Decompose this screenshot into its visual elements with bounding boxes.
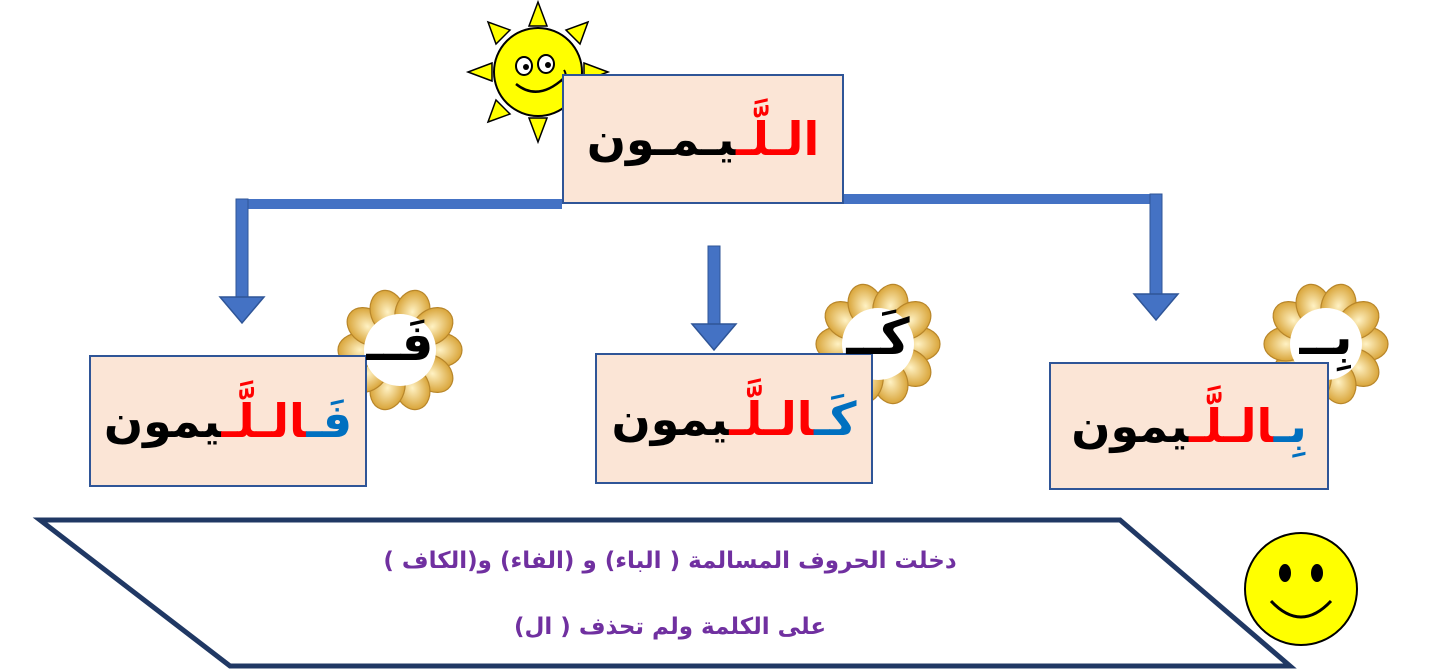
top-word: الـلَّـيـمـون <box>587 116 819 162</box>
arrow-middle <box>691 245 737 351</box>
sun-icon <box>465 0 611 145</box>
child-word-left-part-1: الـلَّـ <box>221 394 307 448</box>
flower-icon-left <box>337 289 463 411</box>
child-word-left: فَـالـلَّـيمون <box>104 398 352 444</box>
child-word-right: بِـالـلَّـيمون <box>1071 403 1307 449</box>
arrow-left <box>219 198 265 324</box>
smiley-icon <box>1244 532 1358 646</box>
connector-right-horizontal <box>844 194 1160 204</box>
child-word-middle-part-2: يمون <box>611 391 730 446</box>
flower-letter-right: بِــ <box>1299 308 1353 366</box>
child-box-right: بِـالـلَّـيمون <box>1049 362 1329 490</box>
child-word-right-part-0: بِـ <box>1273 399 1307 453</box>
child-box-left: فَـالـلَّـيمون <box>89 355 367 487</box>
flower-center <box>364 314 436 386</box>
banner-shape <box>32 517 1297 669</box>
flower-letter-left: فَــ <box>366 314 434 372</box>
flower-letter-middle: كَــ <box>846 308 910 366</box>
banner-line-2: على الكلمة ولم تحذف ( ال) <box>513 614 827 640</box>
connector-left-horizontal <box>236 199 562 209</box>
child-word-middle-part-1: الـلَّـ <box>729 391 815 446</box>
banner-line-1: دخلت الحروف المسالمة ( الباء) و (الفاء) … <box>383 548 957 574</box>
connector-lines <box>219 193 1179 351</box>
top-word-part-0: الـ <box>770 112 820 166</box>
child-word-left-part-2: يمون <box>103 394 222 448</box>
top-word-box: الـلَّـيـمـون <box>562 74 844 204</box>
child-word-left-part-0: فَـ <box>306 394 353 448</box>
child-word-middle: كَـالـلَّـيمون <box>612 396 857 442</box>
child-word-right-part-1: الـلَّـ <box>1188 399 1274 453</box>
child-word-middle-part-0: كَـ <box>814 391 857 446</box>
flower-icon-right <box>1263 283 1389 405</box>
child-box-middle: كَـالـلَّـيمون <box>595 353 873 484</box>
top-word-part-1: لَّـ <box>735 112 771 166</box>
arrow-right <box>1133 193 1179 321</box>
top-word-part-2: يـمـون <box>586 112 736 166</box>
child-word-right-part-2: يمون <box>1071 399 1189 453</box>
